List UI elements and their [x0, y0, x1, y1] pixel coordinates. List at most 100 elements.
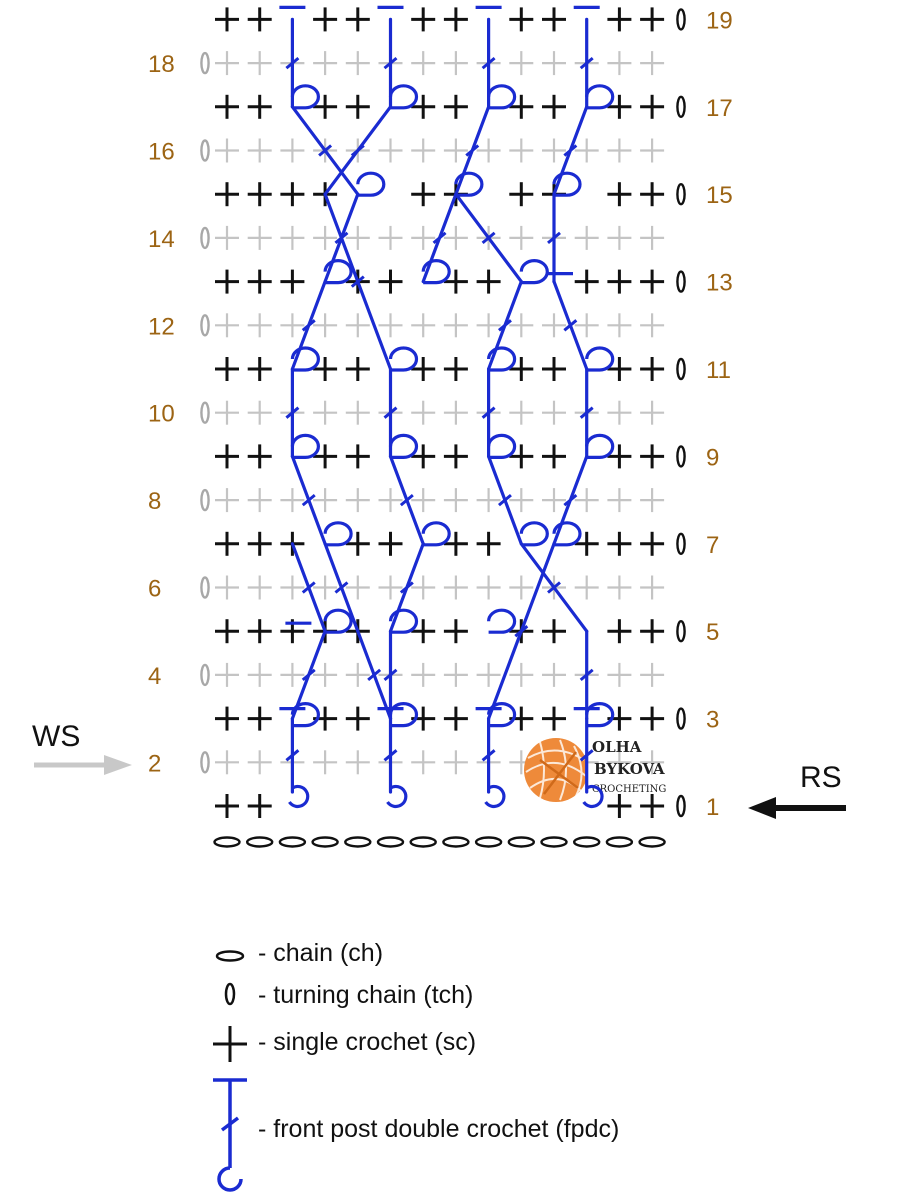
ws-marker: WS	[32, 720, 132, 775]
row-number-label: 14	[148, 226, 175, 253]
single-crochet-icon	[640, 7, 665, 32]
fpdc-yarn-over-mark	[383, 56, 398, 70]
single-crochet-icon	[640, 51, 665, 76]
single-crochet-icon	[542, 662, 566, 687]
single-crochet-icon	[215, 575, 239, 600]
fpdc-hook	[487, 84, 517, 110]
single-crochet-icon	[509, 444, 534, 469]
single-crochet-icon	[247, 94, 272, 119]
single-crochet-icon	[378, 313, 403, 338]
fpdc-hook	[388, 702, 419, 728]
single-crochet-icon	[542, 313, 566, 338]
single-crochet-icon	[640, 269, 665, 294]
single-crochet-icon	[280, 225, 305, 250]
single-crochet-icon	[345, 531, 370, 556]
single-crochet-icon	[443, 444, 468, 469]
fpdc-yarn-over-mark	[563, 144, 578, 157]
single-crochet-icon	[640, 706, 665, 731]
chain-icon	[376, 836, 405, 848]
fpdc-yarn-over-mark	[383, 406, 398, 419]
single-crochet-icon	[640, 400, 665, 425]
single-crochet-icon	[345, 706, 370, 731]
single-crochet-icon	[247, 794, 272, 818]
single-crochet-icon	[574, 269, 599, 294]
fpdc-yarn-over-mark	[301, 668, 316, 682]
single-crochet-icon	[542, 444, 566, 469]
fpdc-hook	[323, 521, 353, 547]
single-crochet-icon	[213, 1026, 247, 1062]
single-crochet-icon	[215, 619, 239, 644]
turning-chain-icon	[676, 182, 686, 206]
single-crochet-icon	[476, 138, 501, 163]
row-number-label: 17	[706, 95, 733, 122]
single-crochet-icon	[247, 488, 272, 513]
fpdc-yarn-over-mark	[579, 668, 594, 682]
single-crochet-icon	[411, 313, 436, 338]
row-number-label: 16	[148, 139, 175, 166]
single-crochet-icon	[607, 794, 632, 818]
turning-chain-icon	[200, 663, 210, 687]
chain-icon	[507, 836, 535, 848]
single-crochet-icon	[378, 225, 403, 250]
single-crochet-icon	[411, 225, 436, 250]
single-crochet-icon	[247, 138, 272, 163]
single-crochet-icon	[640, 182, 665, 207]
single-crochet-icon	[574, 225, 599, 250]
single-crochet-icon	[411, 400, 436, 425]
turning-chain-icon	[676, 270, 686, 293]
single-crochet-icon	[607, 575, 632, 600]
single-crochet-icon	[247, 662, 272, 687]
single-crochet-icon	[607, 488, 632, 513]
single-crochet-icon	[509, 182, 534, 207]
single-crochet-icon	[607, 138, 632, 163]
single-crochet-icon	[607, 51, 632, 76]
single-crochet-icon	[640, 662, 665, 687]
legend-text-single-crochet: - single crochet (sc)	[258, 1028, 476, 1056]
single-crochet-icon	[640, 357, 665, 381]
row-number-label: 6	[148, 576, 161, 603]
single-crochet-icon	[640, 488, 665, 513]
chain-icon	[409, 836, 437, 848]
single-crochet-icon	[411, 138, 436, 163]
fpdc-cables	[279, 5, 615, 809]
single-crochet-icon	[378, 531, 403, 556]
single-crochet-icon	[607, 225, 632, 250]
single-crochet-icon	[345, 662, 370, 687]
fpdc-yarn-over-mark	[497, 493, 512, 507]
single-crochet-icon	[476, 313, 501, 338]
single-crochet-icon	[247, 51, 272, 76]
fpdc-base-hook	[288, 784, 310, 809]
turning-chain-icon	[676, 620, 686, 643]
single-crochet-icon	[215, 138, 239, 163]
single-crochet-icon	[215, 182, 239, 207]
single-crochet-icon	[443, 7, 468, 32]
single-crochet-icon	[247, 706, 272, 731]
single-crochet-icon	[280, 575, 305, 600]
single-crochet-icon	[443, 269, 468, 294]
single-crochet-icon	[411, 7, 436, 32]
row-number-label: 3	[706, 707, 719, 734]
single-crochet-icon	[313, 51, 338, 76]
single-crochet-icon	[247, 619, 272, 644]
fpdc-yarn-over-mark	[318, 144, 333, 157]
fpdc-yarn-over-mark	[285, 406, 300, 419]
fpdc-base-hook	[582, 784, 604, 809]
turning-chain-icon	[200, 401, 210, 424]
fpdc-hook	[487, 346, 517, 372]
legend: - chain (ch) - turning chain (tch) - sin…	[213, 939, 619, 1192]
turning-chain-icon	[200, 751, 210, 774]
fpdc-hook	[585, 702, 615, 728]
single-crochet-icon	[443, 531, 468, 556]
single-crochet-icon	[313, 400, 338, 425]
single-crochet-icon	[509, 400, 534, 425]
turning-chain-icon	[200, 314, 210, 337]
single-crochet-icon	[607, 400, 632, 425]
fpdc-yarn-over-mark	[334, 581, 349, 594]
fpdc-hook	[290, 433, 320, 459]
single-crochet-icon	[313, 488, 338, 513]
fpdc-yarn-over-mark	[383, 668, 398, 682]
fpdc-yarn-over-mark	[432, 231, 447, 245]
fpdc-hook	[585, 433, 615, 459]
row-number-label: 4	[148, 663, 161, 690]
row-number-label: 2	[148, 750, 161, 777]
